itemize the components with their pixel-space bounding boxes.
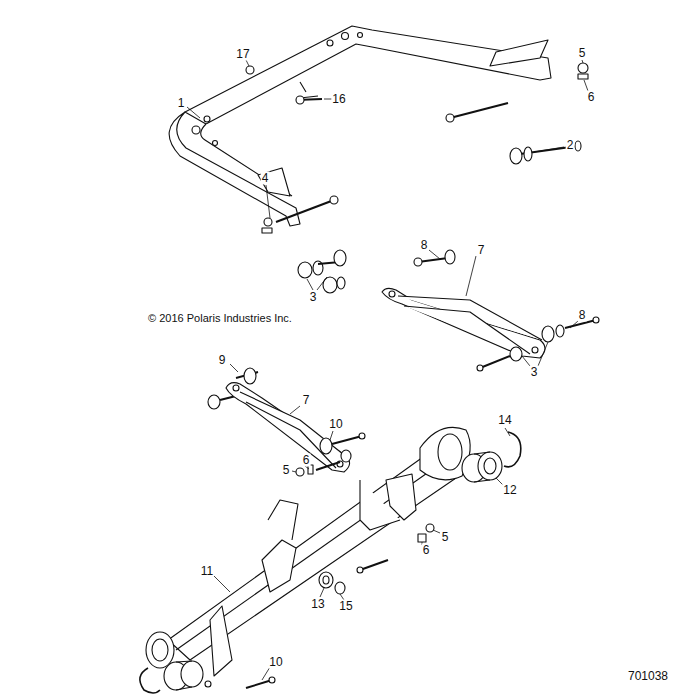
callout-number: 8 bbox=[578, 309, 587, 322]
callout-number: 14 bbox=[497, 414, 512, 427]
callout-number: 12 bbox=[502, 484, 517, 497]
callout-number: 7 bbox=[302, 394, 311, 407]
callout-number: 13 bbox=[310, 598, 325, 611]
callout-number: 1 bbox=[177, 97, 186, 110]
callout-number: 6 bbox=[302, 454, 311, 467]
callout-number: 10 bbox=[328, 418, 343, 431]
callout-number: 3 bbox=[530, 366, 539, 379]
callout-number: 8 bbox=[420, 239, 429, 252]
callout-number: 5 bbox=[441, 531, 450, 544]
callout-number: 2 bbox=[566, 139, 575, 152]
callout-number: 16 bbox=[331, 93, 346, 106]
callout-number: 701038 bbox=[627, 670, 669, 683]
callout-number: 15 bbox=[338, 600, 353, 613]
callout-number: 11 bbox=[200, 565, 214, 578]
note-text: © 2016 Polaris Industries Inc. bbox=[147, 312, 293, 325]
callout-number: 7 bbox=[477, 244, 486, 257]
callout-number: 17 bbox=[235, 48, 250, 61]
callout-number: 3 bbox=[309, 291, 318, 304]
callout-number: 5 bbox=[282, 464, 291, 477]
callout-number: 6 bbox=[587, 91, 596, 104]
callout-number: 10 bbox=[268, 656, 283, 669]
callout-number: 9 bbox=[218, 354, 227, 367]
callout-number: 4 bbox=[261, 172, 270, 185]
callout-number: 5 bbox=[578, 47, 587, 60]
callout-number: 6 bbox=[422, 544, 431, 557]
